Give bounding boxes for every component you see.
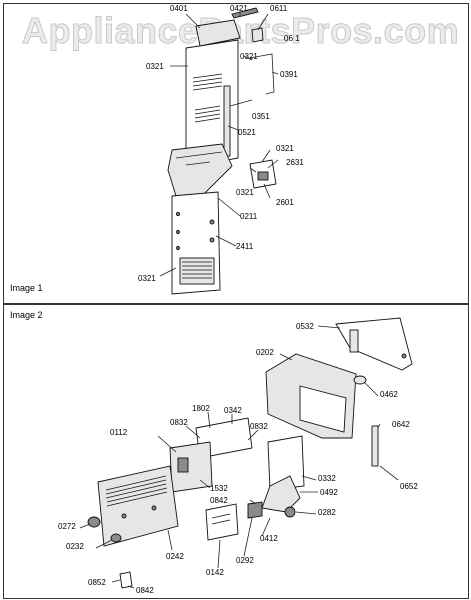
callout-0321-a: 0321 [146,62,164,71]
knob-lower [110,533,122,543]
callout-0282: 0282 [318,508,336,517]
mounting-bracket [335,317,413,371]
leader-lines-image-1 [159,12,279,277]
callout-2601: 2601 [276,198,294,207]
small-bracket [119,571,133,589]
callout-0292: 0292 [236,556,254,565]
callout-2631: 2631 [286,158,304,167]
callout-0321-e: 0321 [138,274,156,283]
vertical-rod [223,85,231,157]
callout-1802: 1802 [192,404,210,413]
callout-0272: 0272 [58,522,76,531]
cup-part [267,435,305,491]
switch-part [251,27,264,43]
callout-0652: 0652 [400,482,418,491]
callout-0242: 0242 [166,552,184,561]
callout-0211: 0211 [240,212,258,221]
callout-0342: 0342 [224,406,242,415]
callout-0832-b: 0832 [250,422,268,431]
callout-2411: 2411 [236,242,254,251]
callout-0852: 0852 [88,578,106,587]
callout-0202: 0202 [256,348,274,357]
adjust-knob [284,506,296,518]
actuator-bar [231,7,259,19]
leader-lines-image-2 [79,325,399,589]
panel-image-2 [3,303,469,599]
callout-0492: 0492 [320,488,338,497]
clip [247,501,263,519]
ice-chute [167,143,233,197]
callout-0462: 0462 [380,390,398,399]
vent-slots-upper [192,73,223,123]
lower-vent-grill [179,257,215,285]
callout-0321-c: 0321 [276,144,294,153]
roller [353,375,367,385]
actuator-block [261,475,301,513]
callout-0521: 0521 [238,128,256,137]
callout-0232: 0232 [66,542,84,551]
callout-0142: 0142 [206,568,224,577]
panel-title-image-1: Image 1 [10,283,43,293]
callout-0842-b: 0842 [136,586,154,595]
callout-1532: 1532 [210,484,228,493]
arm-rod [249,53,275,95]
guide-rod [371,425,379,467]
callout-0412: 0412 [260,534,278,543]
callout-0401: 0401 [170,4,188,13]
callout-0321-d: 0321 [236,188,254,197]
panel-image-1 [3,3,469,305]
switch-plug [257,171,269,181]
front-grille [97,465,179,547]
top-bracket [195,19,241,47]
callout-0611: 0611 [270,4,288,13]
callout-0321-b: 0321 [240,52,258,61]
knob-upper [87,516,101,528]
callout-0611-partial: 06 1 [284,34,300,43]
screw-holes [176,212,215,250]
panel-title-image-2: Image 2 [10,310,43,320]
callout-0532: 0532 [296,322,314,331]
callout-0351: 0351 [252,112,270,121]
callout-0112: 0112 [110,428,128,437]
callout-0332: 0332 [318,474,336,483]
callout-0832-a: 0832 [170,418,188,427]
callout-0842-a: 0842 [210,496,228,505]
front-grille-slots [105,475,168,507]
callout-0642: 0642 [392,420,410,429]
callout-0391: 0391 [280,70,298,79]
callout-0421: 0421 [230,4,248,13]
